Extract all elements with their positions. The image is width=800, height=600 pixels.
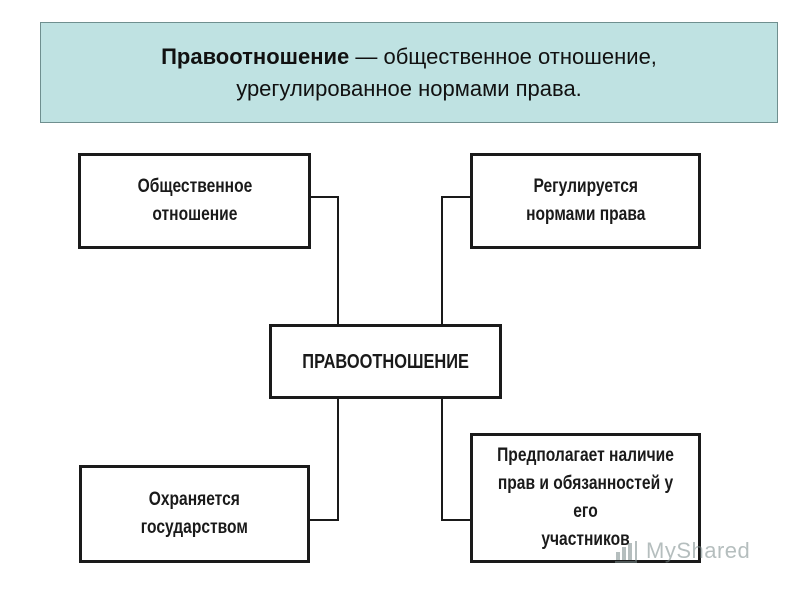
feature-box-rights-and-duties: Предполагает наличие прав и обязанностей… (470, 433, 701, 563)
definition-line-2: урегулированное нормами права. (236, 75, 582, 101)
connector-top-right (441, 196, 470, 324)
myshared-logo-icon (615, 541, 637, 563)
feature-label-regulated-by-law: Регулируется нормами права (525, 176, 646, 225)
feature-label-social-relation: Общественное отношение (137, 176, 252, 225)
feature-box-regulated-by-law: Регулируется нормами права (470, 153, 701, 249)
feature-box-social-relation: Общественное отношение (78, 153, 311, 249)
feature-label-rights-and-duties: Предполагает наличие прав и обязанностей… (497, 445, 674, 550)
central-concept-box: ПРАВООТНОШЕНИЕ (269, 324, 502, 399)
myshared-watermark: MyShared (614, 538, 750, 564)
definition-term: Правоотношение (161, 43, 350, 69)
definition-text-1: — общественное отношение, (349, 43, 657, 69)
watermark-brand-text: MyShared (646, 538, 751, 563)
connector-bottom-left (310, 399, 339, 521)
definition-banner: Правоотношение — общественное отношение,… (40, 22, 778, 123)
feature-label-protected-by-state: Охраняется государством (140, 489, 249, 538)
connector-top-left (311, 196, 339, 324)
definition-line-1: Правоотношение — общественное отношение, (161, 41, 657, 73)
feature-box-protected-by-state: Охраняется государством (79, 465, 310, 563)
connector-bottom-right (441, 399, 470, 521)
central-concept-label: ПРАВООТНОШЕНИЕ (302, 350, 469, 373)
